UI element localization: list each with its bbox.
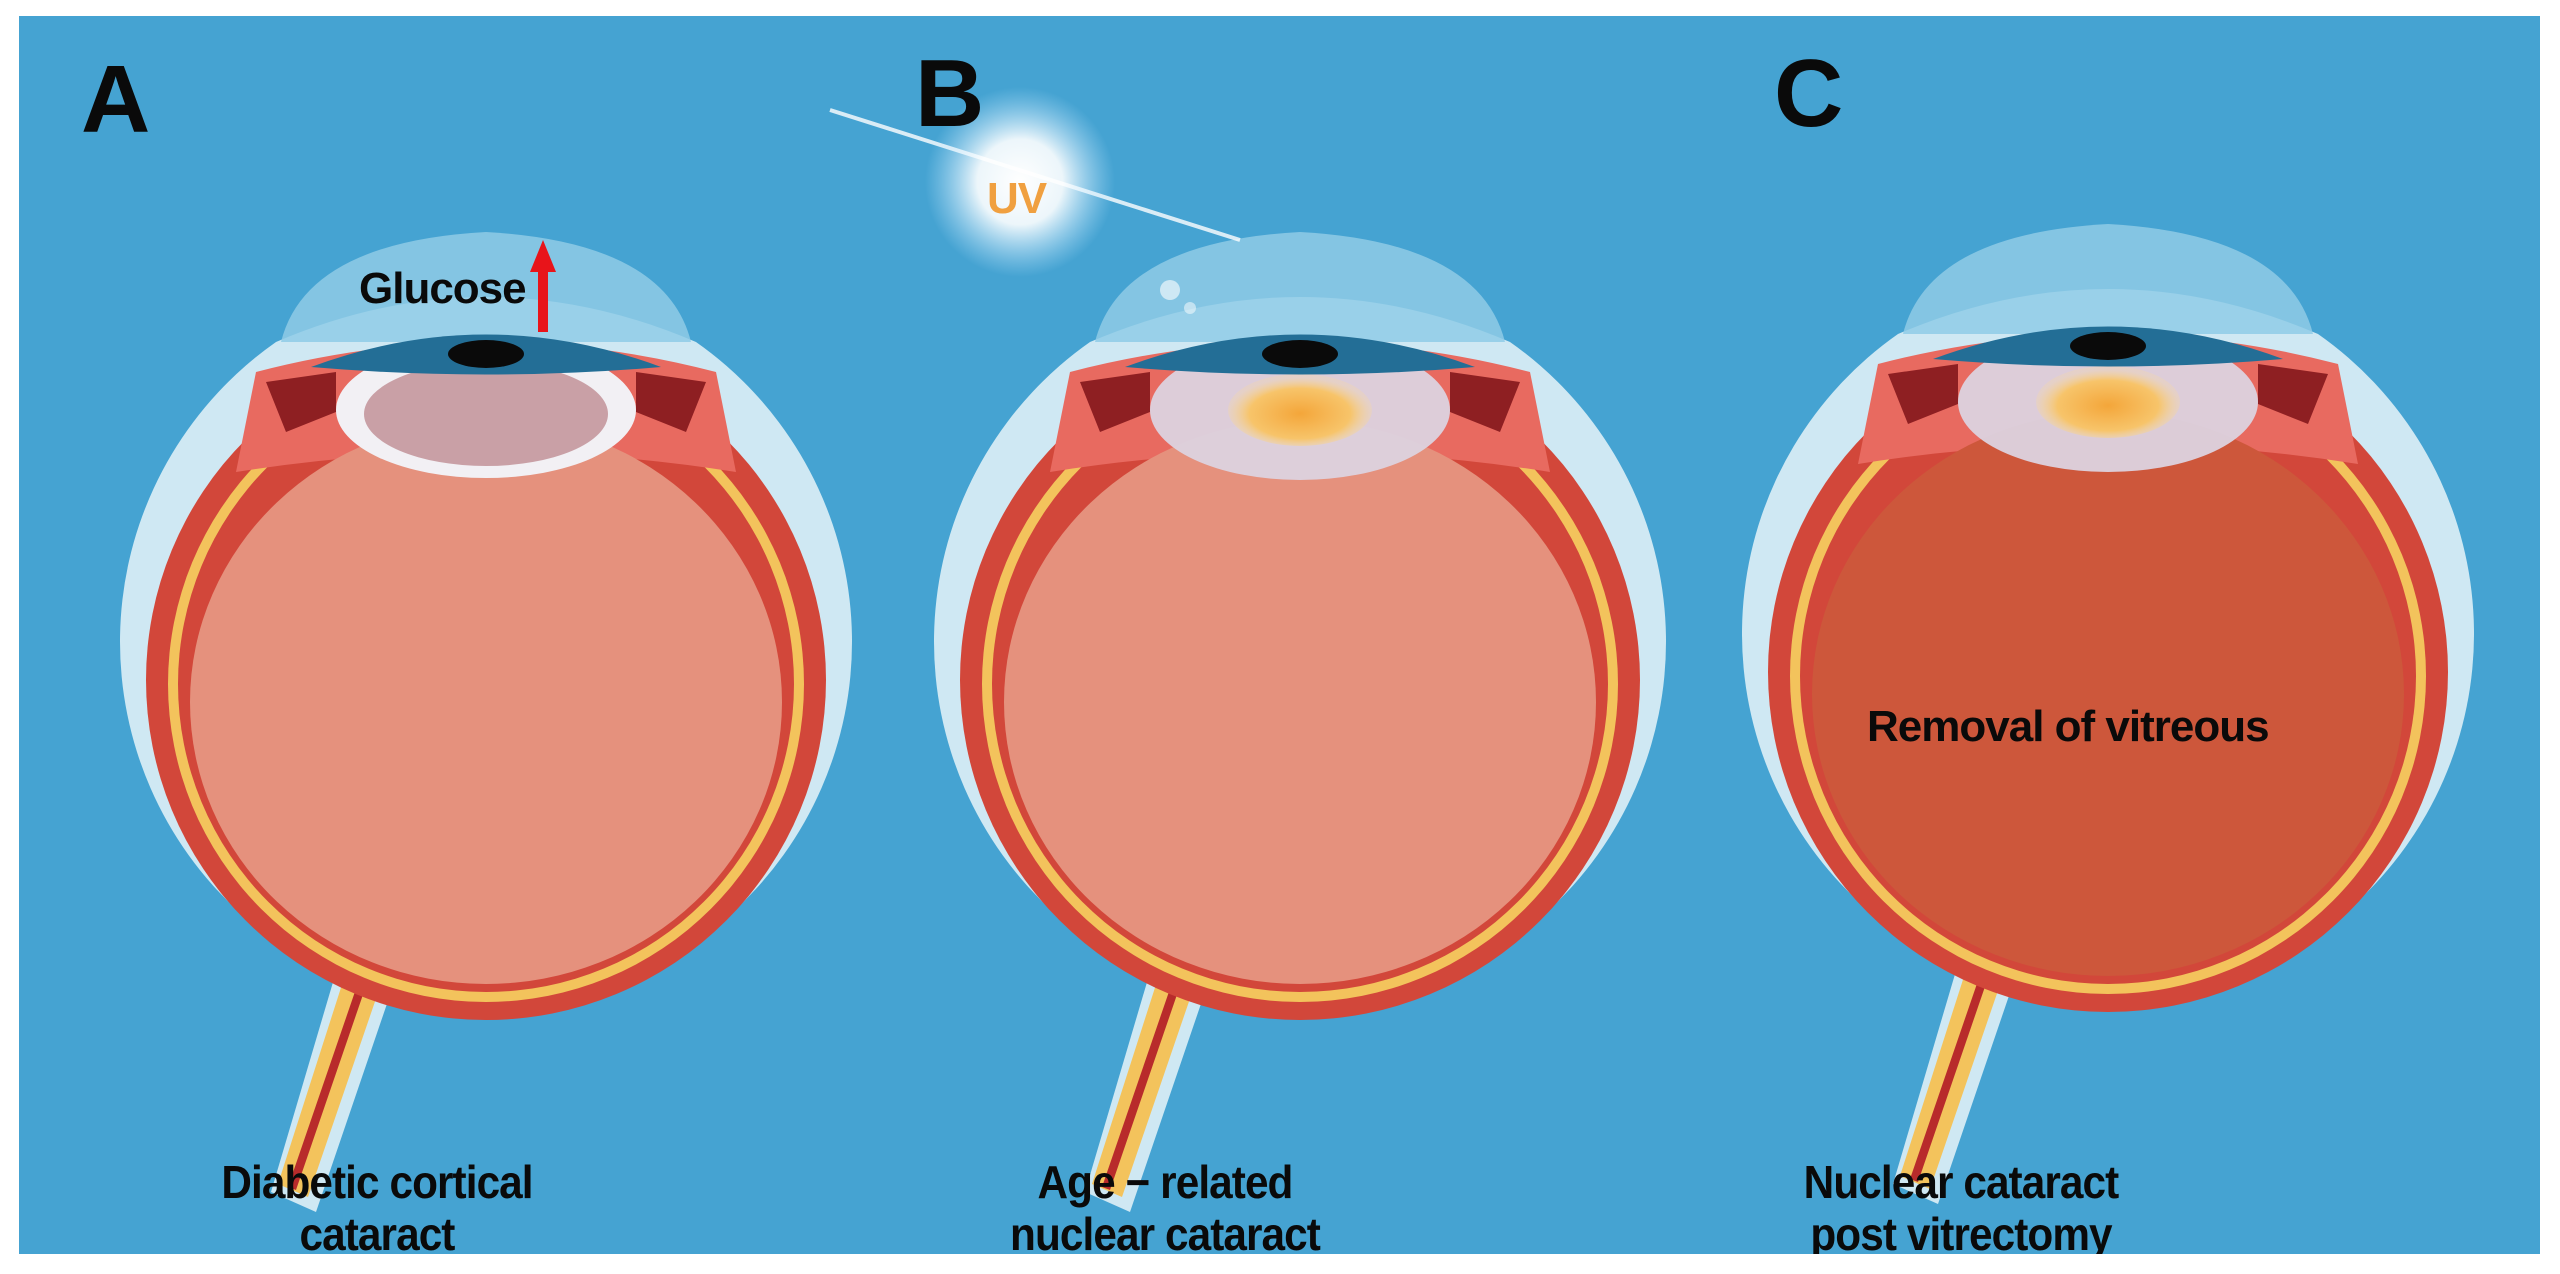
- eye-c: [1742, 224, 2474, 1204]
- ciliary-muscle-right: [2258, 364, 2328, 424]
- vitreous: [1004, 420, 1596, 984]
- optic-nerve-vessel: [1102, 977, 1182, 1190]
- pupil: [448, 340, 524, 368]
- caption-c-line1: Nuclear cataract: [1803, 1156, 2120, 1208]
- vitreous: [1812, 412, 2404, 976]
- uv-label: UV: [987, 174, 1047, 223]
- eye-a: [120, 232, 852, 1212]
- cornea: [281, 232, 691, 342]
- lens-nucleus: [2036, 366, 2180, 438]
- uv-sun-icon: [829, 87, 1241, 314]
- caption-c-line2: post vitrectomy: [1810, 1208, 2112, 1254]
- figure-panel: A B C Glucose UV Removal of vitreous Dia…: [19, 16, 2540, 1254]
- lens-nucleus: [1228, 374, 1372, 446]
- caption-a-line1: Diabetic cortical: [221, 1156, 533, 1208]
- caption-b-line2: nuclear cataract: [1010, 1208, 1321, 1254]
- pupil: [1262, 340, 1338, 368]
- panel-label-b: B: [915, 40, 985, 147]
- caption-a: Diabetic cortical cataract: [55, 1156, 699, 1254]
- caption-b-line1: Age − related: [1037, 1156, 1293, 1208]
- ciliary-muscle-left: [1080, 372, 1150, 432]
- pupil: [2070, 332, 2146, 360]
- panel-label-a: A: [81, 46, 151, 153]
- caption-c: Nuclear cataract post vitrectomy: [1639, 1156, 2283, 1254]
- panel-label-c: C: [1774, 40, 1844, 147]
- vitreous: [190, 420, 782, 984]
- ciliary-muscle-left: [266, 372, 336, 432]
- optic-nerve-vessel: [1910, 969, 1990, 1182]
- eye-b: [934, 232, 1666, 1212]
- ciliary-muscle-right: [1450, 372, 1520, 432]
- optic-nerve-vessel: [288, 977, 368, 1190]
- eye-diagrams: [120, 87, 2474, 1212]
- vitreous-removal-label: Removal of vitreous: [1867, 702, 2270, 751]
- cornea: [1095, 232, 1505, 342]
- lens-cortex-opacity: [364, 362, 608, 466]
- ciliary-muscle-right: [636, 372, 706, 432]
- cornea: [1903, 224, 2313, 334]
- caption-b: Age − related nuclear cataract: [843, 1156, 1487, 1254]
- glucose-increase-arrow-icon: [530, 240, 556, 332]
- glucose-label: Glucose: [359, 264, 527, 313]
- caption-a-line2: cataract: [299, 1208, 456, 1254]
- ciliary-muscle-left: [1888, 364, 1958, 424]
